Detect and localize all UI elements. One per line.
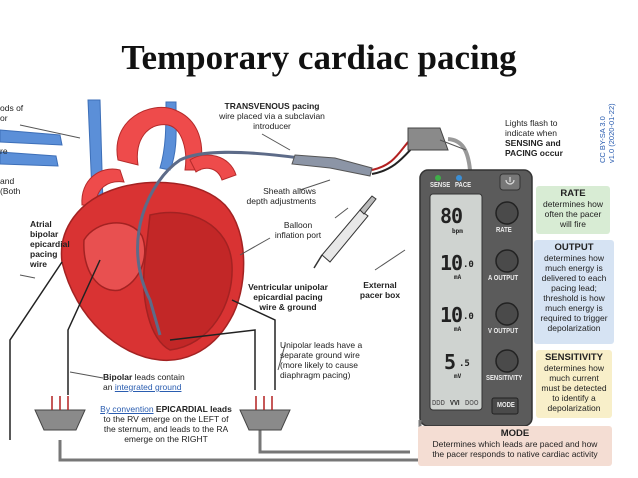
v-output-unit: mA <box>454 326 461 333</box>
left-edge-lower-label: and(Both <box>0 176 20 196</box>
rate-unit: bpm <box>452 228 463 235</box>
rate-knob-label: RATE <box>496 227 512 234</box>
pace-led-icon <box>456 175 462 181</box>
mode-vvi: VVI <box>450 400 460 407</box>
output-info-box: OUTPUT determines how much energy is del… <box>534 240 614 344</box>
a-output-knob <box>496 250 518 272</box>
ventricular-connector <box>240 410 290 430</box>
a-output-knob-label: A OUTPUT <box>488 275 518 282</box>
sensitivity-info-box: SENSITIVITY determines how much current … <box>536 350 612 418</box>
mode-doo: DOO <box>465 400 479 407</box>
lights-label: Lights flash to indicate when SENSING an… <box>505 118 595 158</box>
sense-label: SENSE <box>430 182 450 189</box>
mode-button-label: MODE <box>497 402 515 409</box>
license-text: CC BY-SA 3.0 v1.0 (2020-01-22) <box>598 103 616 163</box>
left-edge-mid-label: re <box>0 146 8 156</box>
atrial-connector <box>35 410 85 430</box>
a-output-unit: mA <box>454 274 461 281</box>
a-output-value: 10 <box>440 251 462 275</box>
v-output-decimal: .0 <box>463 312 474 322</box>
v-output-knob-label: V OUTPUT <box>488 328 518 335</box>
integrated-ground-link[interactable]: integrated ground <box>115 382 182 392</box>
bipolar-label: Bipolar leads contain an integrated grou… <box>103 372 213 392</box>
v-output-value: 10 <box>440 303 462 327</box>
sensitivity-knob <box>496 350 518 372</box>
sensitivity-value: 5 <box>444 350 455 374</box>
sense-led-icon <box>435 175 441 181</box>
sensitivity-knob-label: SENSITIVITY <box>486 375 522 382</box>
convention-link[interactable]: By convention <box>100 404 153 414</box>
convention-label: By convention EPICARDIAL leads to the RV… <box>86 404 246 444</box>
rate-info-box: RATE determines how often the pacer will… <box>536 186 610 234</box>
sensitivity-decimal: .5 <box>459 359 470 369</box>
mode-info-box: MODE Determines which leads are paced an… <box>418 426 612 466</box>
rate-value: 80 <box>440 204 462 228</box>
rate-knob <box>496 202 518 224</box>
sensitivity-unit: mV <box>454 373 461 380</box>
transvenous-label: TRANSVENOUS pacing wire placed via a sub… <box>212 101 332 131</box>
v-output-knob <box>496 303 518 325</box>
mode-ddd: DDD <box>432 400 445 407</box>
pace-label: PACE <box>455 182 471 189</box>
a-output-decimal: .0 <box>463 260 474 270</box>
